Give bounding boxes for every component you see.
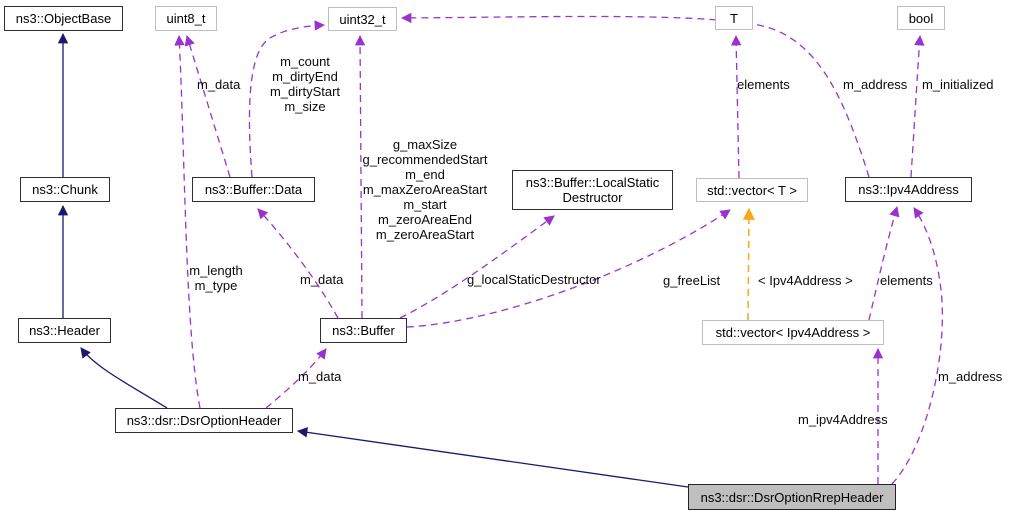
edge-buffer-localstatic xyxy=(399,215,555,319)
edge-label-m-address-uint32: m_address xyxy=(843,77,908,92)
edge-dsroptionheader-header xyxy=(80,347,168,409)
node-std-vector-ipv4address: std::vector< Ipv4Address > xyxy=(702,320,884,345)
edge-label-g-localstaticdestructor: g_localStaticDestructor xyxy=(467,272,601,287)
node-buffer-local-static-destructor[interactable]: ns3::Buffer::LocalStatic Destructor xyxy=(512,170,673,210)
node-chunk[interactable]: ns3::Chunk xyxy=(20,177,110,202)
edge-label-m-data-bufferdata: m_data xyxy=(300,272,344,287)
node-ipv4address[interactable]: ns3::Ipv4Address xyxy=(845,177,972,202)
edge-label-m-data-buffer: m_data xyxy=(298,369,342,384)
node-buffer[interactable]: ns3::Buffer xyxy=(320,318,407,343)
edge-rrepheader-dsroptionheader xyxy=(296,427,689,488)
edge-label-g-freelist: g_freeList xyxy=(663,273,721,288)
edge-dsroptionheader-uint8 xyxy=(174,34,201,409)
node-t: T xyxy=(715,6,753,30)
node-uint8-t: uint8_t xyxy=(155,6,217,31)
node-dsr-option-header[interactable]: ns3::dsr::DsrOptionHeader xyxy=(115,408,293,433)
node-header[interactable]: ns3::Header xyxy=(18,318,111,343)
edge-vectoripv4-ipv4 xyxy=(868,206,900,321)
edge-label-buffer-data-members: m_count m_dirtyEnd m_dirtyStart m_size xyxy=(269,54,341,114)
node-buffer-data[interactable]: ns3::Buffer::Data xyxy=(192,177,315,202)
edge-label-m-length-m-type: m_length m_type xyxy=(189,263,243,293)
edge-bufferdata-uint32 xyxy=(248,20,326,178)
edge-buffer-vectort xyxy=(406,209,731,328)
edge-vectort-t xyxy=(730,34,742,179)
node-objectbase[interactable]: ns3::ObjectBase xyxy=(4,6,123,31)
edge-bufferdata-uint8 xyxy=(184,35,231,178)
edge-label-m-address-rrep: m_address xyxy=(938,369,1003,384)
edge-label-m-initialized: m_initialized xyxy=(922,77,994,92)
edge-label-elements-t: elements xyxy=(737,77,790,92)
node-std-vector-t: std::vector< T > xyxy=(696,178,808,202)
node-uint32-t: uint32_t xyxy=(328,7,397,31)
edge-vectoripv4-vectort-template xyxy=(742,207,755,321)
edge-label-m-ipv4address: m_ipv4Address xyxy=(798,412,888,427)
edge-label-template-ipv4address: < Ipv4Address > xyxy=(758,273,853,288)
node-bool: bool xyxy=(897,6,945,30)
edge-label-elements-ipv4: elements xyxy=(880,273,933,288)
edge-label-buffer-uint32-members: g_maxSize g_recommendedStart m_end m_max… xyxy=(362,137,488,242)
edge-buffer-bufferdata xyxy=(257,208,339,319)
edge-ipv4-bool xyxy=(910,34,925,178)
edge-label-m-data-uint8: m_data xyxy=(197,77,241,92)
edge-dsroptionheader-buffer xyxy=(265,348,327,409)
node-dsr-option-rrep-header: ns3::dsr::DsrOptionRrepHeader xyxy=(688,484,896,510)
edge-rrepheader-ipv4 xyxy=(891,207,944,485)
